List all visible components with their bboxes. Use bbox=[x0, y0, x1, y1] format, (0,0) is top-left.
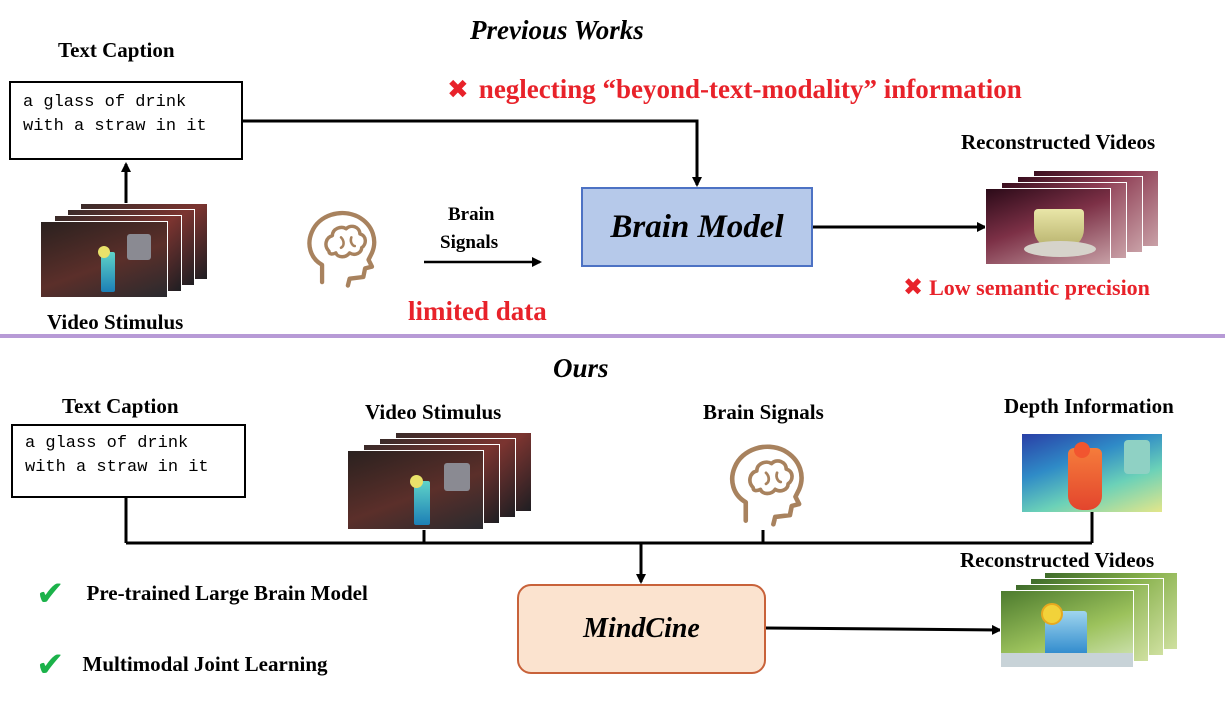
top-video-stimulus-stack bbox=[40, 203, 208, 298]
feature-2-text: Multimodal Joint Learning bbox=[82, 652, 328, 676]
feature-item-2: ✔ Multimodal Joint Learning bbox=[36, 645, 328, 685]
bottom-caption-line1: a glass of drink bbox=[25, 434, 189, 453]
low-precision-text: Low semantic precision bbox=[929, 275, 1150, 300]
feature-1-text: Pre-trained Large Brain Model bbox=[86, 581, 368, 605]
bottom-brain-head-icon bbox=[730, 444, 804, 527]
bottom-video-stimulus-label: Video Stimulus bbox=[365, 400, 502, 424]
bottom-brain-signals-label: Brain Signals bbox=[703, 400, 824, 424]
top-video-stimulus-label: Video Stimulus bbox=[47, 310, 184, 334]
x-mark-icon: ✖ bbox=[447, 75, 469, 105]
depth-map-image bbox=[1022, 434, 1162, 512]
top-caption-box: a glass of drink with a straw in it bbox=[9, 81, 243, 160]
top-caption-line2: with a straw in it bbox=[23, 117, 207, 136]
bottom-reconstructed-stack bbox=[1000, 572, 1180, 668]
top-reconstructed-label: Reconstructed Videos bbox=[961, 130, 1156, 154]
x-mark-icon: ✖ bbox=[903, 273, 924, 301]
ours-title: Ours bbox=[553, 353, 609, 383]
brain-signals-line1: Brain bbox=[448, 204, 495, 225]
mindcine-box: MindCine bbox=[517, 584, 766, 674]
feature-item-1: ✔ Pre-trained Large Brain Model bbox=[36, 574, 368, 614]
brain-model-box: Brain Model bbox=[581, 187, 813, 267]
section-divider bbox=[0, 334, 1225, 338]
neglect-warning: ✖ neglecting “beyond-text-modality” info… bbox=[447, 74, 1022, 105]
brain-signals-line2: Signals bbox=[440, 232, 499, 253]
checkmark-icon: ✔ bbox=[36, 645, 65, 685]
limited-data-label: limited data bbox=[408, 296, 547, 326]
bottom-caption-box: a glass of drink with a straw in it bbox=[11, 424, 246, 498]
depth-information-label: Depth Information bbox=[1004, 394, 1174, 418]
low-precision-warning: ✖ Low semantic precision bbox=[903, 273, 1150, 301]
top-brain-head-icon bbox=[307, 210, 377, 288]
bottom-reconstructed-label: Reconstructed Videos bbox=[960, 548, 1155, 572]
checkmark-icon: ✔ bbox=[36, 574, 65, 614]
bottom-text-caption-label: Text Caption bbox=[62, 394, 179, 418]
mindcine-to-output-arrow bbox=[765, 624, 1002, 635]
bottom-caption-line2: with a straw in it bbox=[25, 458, 209, 477]
caption-to-brain-model-arrow bbox=[243, 119, 702, 187]
top-text-caption-label: Text Caption bbox=[58, 38, 175, 62]
neglect-text: neglecting “beyond-text-modality” inform… bbox=[478, 74, 1022, 104]
top-reconstructed-stack bbox=[985, 170, 1160, 265]
top-caption-line1: a glass of drink bbox=[23, 93, 187, 112]
previous-works-title: Previous Works bbox=[470, 15, 644, 45]
bottom-video-stimulus-stack bbox=[347, 432, 532, 532]
